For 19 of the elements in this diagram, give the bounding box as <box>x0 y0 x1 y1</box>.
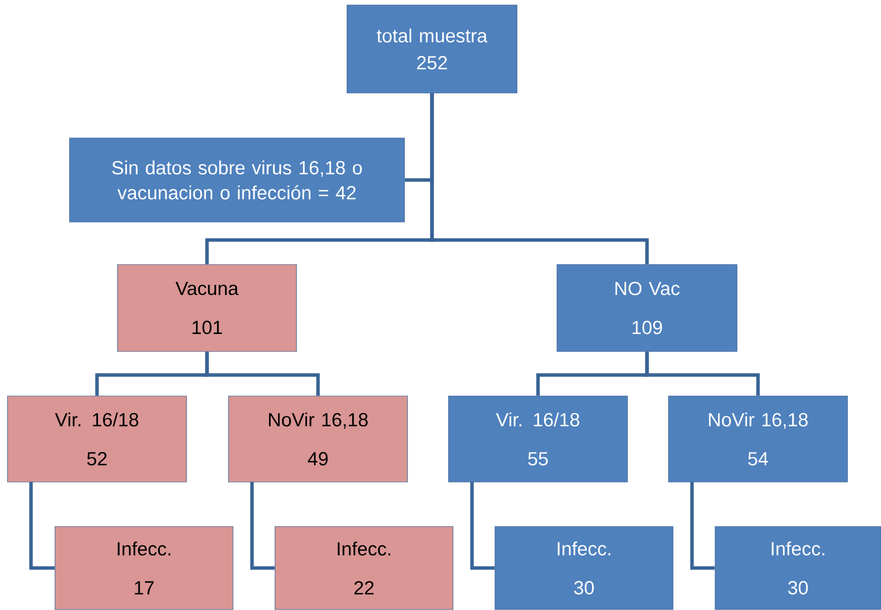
connector-line <box>29 482 55 570</box>
category-box: Vacuna 101 <box>117 264 297 352</box>
connector-line <box>250 482 275 570</box>
connector-line <box>690 482 715 570</box>
category-box: Infecc. 30 <box>714 526 881 610</box>
category-box: Vir. 16/18 55 <box>448 396 628 482</box>
category-box: total muestra 252 <box>346 4 518 94</box>
connector-line <box>430 93 649 264</box>
connector-line <box>205 352 320 396</box>
info-box: Sin datos sobre virus 16,18 o vacunacion o infección = 42 <box>69 138 405 222</box>
category-box: NoVir 16,18 49 <box>228 396 408 482</box>
category-box: Infecc. 30 <box>494 526 674 610</box>
connector-line <box>470 482 495 570</box>
category-box: Infecc. 22 <box>274 526 454 610</box>
connector-line <box>645 352 760 396</box>
category-box: Vir. 16/18 52 <box>7 396 187 482</box>
category-box: NoVir 16,18 54 <box>668 396 848 482</box>
category-box: Infecc. 17 <box>54 526 234 610</box>
category-box: NO Vac 109 <box>556 264 738 352</box>
